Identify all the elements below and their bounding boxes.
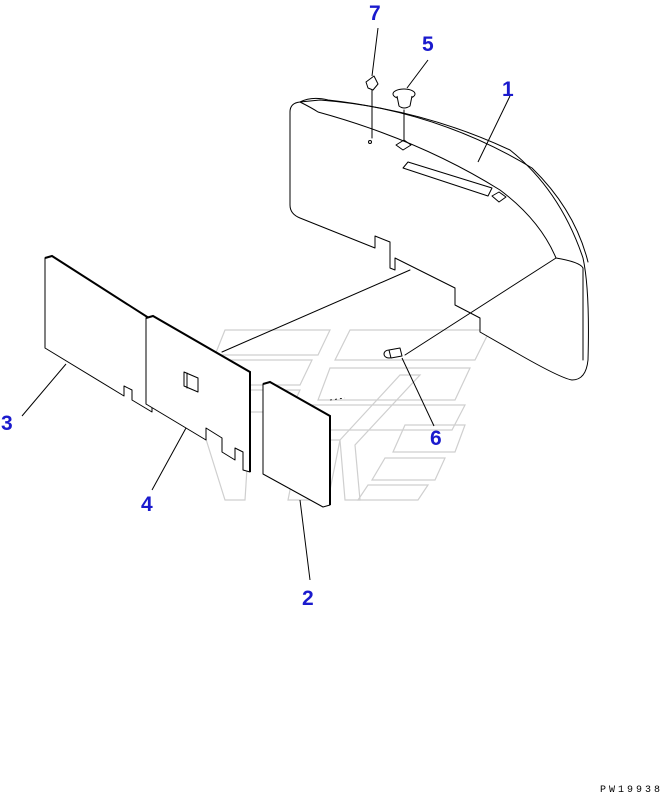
callout-4: 4 [141, 493, 153, 516]
callout-1: 1 [502, 78, 514, 101]
callout-5: 5 [422, 33, 434, 56]
callout-3: 3 [1, 412, 13, 435]
part-3-panel [44, 254, 153, 413]
alignment-lines [221, 257, 557, 401]
part-7-clip [365, 75, 379, 139]
callout-7: 7 [369, 2, 381, 25]
part-4-panel [145, 314, 251, 473]
callout-2: 2 [302, 587, 314, 610]
drawing-id: PW19938 [600, 785, 663, 796]
callout-6: 6 [430, 427, 442, 450]
part-2-panel [262, 380, 331, 508]
callout-labels: 1 2 3 4 5 6 7 [1, 2, 514, 610]
part-1-cover [289, 97, 589, 381]
part-5-clip [392, 88, 416, 141]
part-6-grommet [383, 347, 403, 359]
leader-lines [21, 27, 511, 581]
